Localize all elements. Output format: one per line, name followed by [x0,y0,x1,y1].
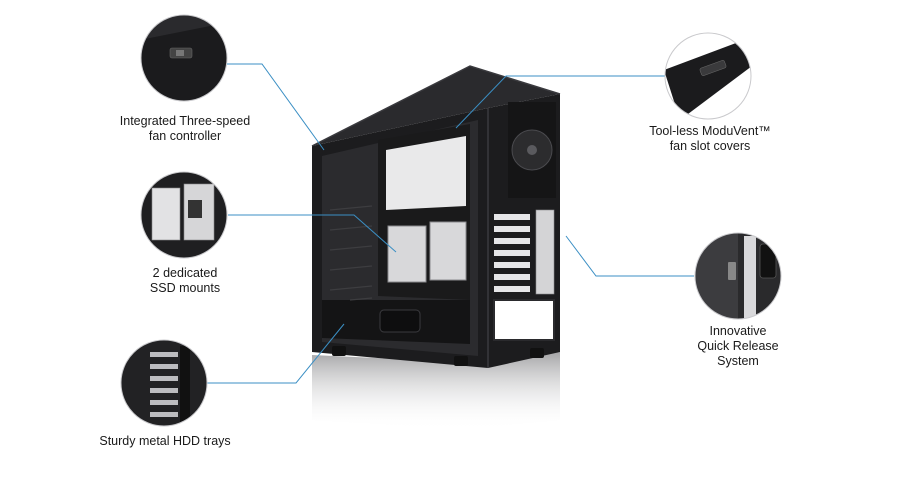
leader-line-hdd-trays [206,323,345,384]
leader-line-moduvent [455,75,666,129]
leader-line-quick-release [565,235,694,277]
moduvent-detail [664,32,752,120]
fan-controller-label: Integrated Three-speed fan controller [119,114,251,143]
hdd-trays-detail [120,339,208,427]
moduvent-label: Tool-less ModuVent™ fan slot covers [649,124,771,153]
leader-line-fan-controller [226,63,325,151]
hdd-trays-label: Sturdy metal HDD trays [99,434,231,448]
case-reflection [312,352,560,430]
leader-lines [206,63,694,384]
leader-line-ssd-mounts [228,214,397,253]
quick-release-label: Innovative Quick Release System [697,324,779,368]
ssd-mounts-detail [140,171,228,259]
pc-case [311,65,561,368]
quick-release-detail [694,232,782,320]
fan-controller-detail [140,14,228,102]
ssd-mounts-label: 2 dedicated SSD mounts [149,266,221,295]
